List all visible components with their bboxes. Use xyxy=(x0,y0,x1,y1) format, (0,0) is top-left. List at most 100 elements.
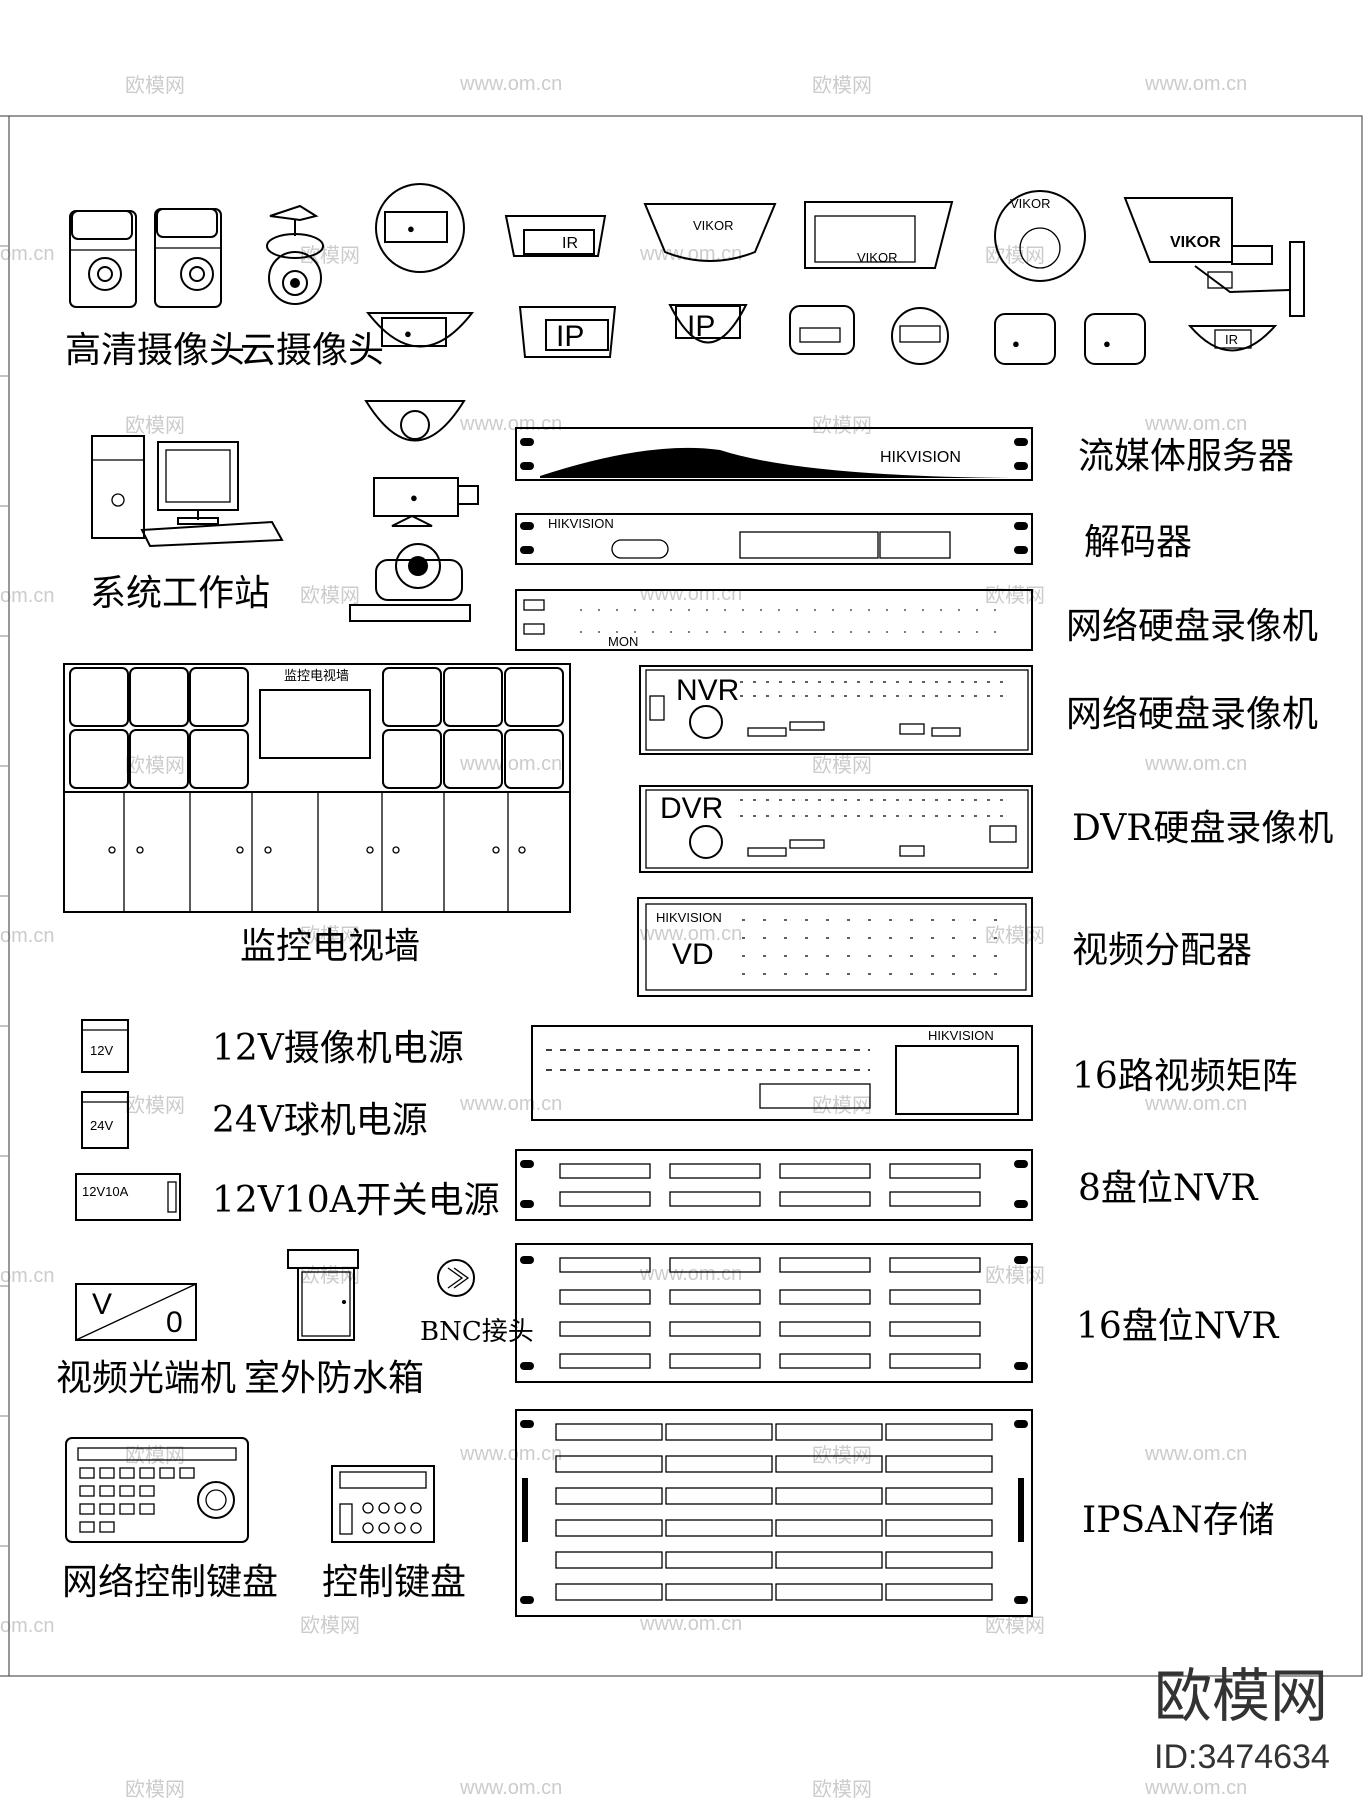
watermark: 欧模网 xyxy=(985,244,1045,267)
label-ipsan: IPSAN存储 xyxy=(1082,1500,1275,1541)
watermark: 欧模网 xyxy=(125,414,185,437)
watermark: www.om.cn xyxy=(1144,413,1247,435)
ir-text: IR xyxy=(562,235,578,252)
dvr-panel-symbol xyxy=(639,785,1033,873)
watermark: 欧模网 xyxy=(812,1094,872,1117)
camera-icons-row: ● ● IR IP VIKOR VIKOR VIKOR VIKOR xyxy=(365,183,1305,358)
psu-12v10a-text: 12V10A xyxy=(82,1184,129,1199)
bnc-symbol xyxy=(437,1259,475,1297)
watermark: 欧模网 xyxy=(985,1264,1045,1287)
label-ptz-camera: 云摄像头 xyxy=(240,330,384,371)
watermark: 欧模网 xyxy=(125,1094,185,1117)
ip-text: IP xyxy=(556,320,584,353)
hd-camera-symbol xyxy=(69,208,222,308)
ip-text: IP xyxy=(687,310,715,343)
vikor-text: VIKOR xyxy=(693,218,733,233)
watermark: www.om.cn xyxy=(639,1613,742,1635)
fiber-v-text: V xyxy=(92,1288,112,1321)
label-matrix16: 16路视频矩阵 xyxy=(1072,1056,1298,1097)
matrix16-symbol xyxy=(531,1025,1033,1121)
camera-icons-mid: ● xyxy=(349,400,479,622)
hikvision-text: HIKVISION xyxy=(928,1028,994,1043)
video-distributor-symbol xyxy=(637,897,1033,997)
watermark-layer: 欧模网 www.om.cn 欧模网 www.om.cn om.cn 欧模网 ww… xyxy=(0,73,1247,1800)
watermark: 欧模网 xyxy=(300,924,360,947)
drawing-frame xyxy=(0,115,1363,1677)
label-nvr16: 16盘位NVR xyxy=(1076,1306,1279,1347)
label-nvr1: 网络硬盘录像机 xyxy=(1066,606,1318,647)
watermark: www.om.cn xyxy=(459,413,562,435)
watermark: 欧模网 xyxy=(812,414,872,437)
watermark: www.om.cn xyxy=(459,753,562,775)
watermark: 欧模网 xyxy=(300,1614,360,1637)
label-hd-camera: 高清摄像头 xyxy=(65,330,245,371)
watermark: om.cn xyxy=(0,585,54,607)
mon-text: MON xyxy=(608,634,638,649)
watermark: www.om.cn xyxy=(639,1263,742,1285)
vd-text: VD xyxy=(672,938,714,971)
nvr8-symbol xyxy=(515,1149,1033,1221)
watermark: www.om.cn xyxy=(639,583,742,605)
watermark: 欧模网 xyxy=(812,1778,872,1800)
label-streaming-server: 流媒体服务器 xyxy=(1078,436,1294,477)
label-fiber-transceiver: 视频光端机 xyxy=(56,1358,236,1399)
tv-wall-header: 监控电视墙 xyxy=(284,668,349,683)
decoder-symbol xyxy=(515,513,1033,565)
ptz-camera-symbol xyxy=(266,204,324,305)
watermark: 欧模网 xyxy=(125,754,185,777)
nvr16-symbol xyxy=(515,1243,1033,1383)
watermark: www.om.cn xyxy=(1144,73,1247,95)
watermark: om.cn xyxy=(0,1615,54,1637)
dvr-text: DVR xyxy=(660,792,723,825)
svg-text:●: ● xyxy=(1103,336,1111,351)
ir-text: IR xyxy=(1225,332,1238,347)
vikor-text: VIKOR xyxy=(1170,234,1221,251)
label-psu-24v: 24V球机电源 xyxy=(212,1100,428,1141)
watermark: www.om.cn xyxy=(459,1443,562,1465)
svg-text:●: ● xyxy=(407,221,415,236)
hikvision-text: HIKVISION xyxy=(548,516,614,531)
watermark: 欧模网 xyxy=(985,584,1045,607)
psu-24v-text: 24V xyxy=(90,1118,113,1133)
watermark: 欧模网 xyxy=(812,754,872,777)
label-bnc: BNC接头 xyxy=(420,1317,534,1347)
fiber-transceiver-symbol xyxy=(75,1283,197,1341)
watermark: www.om.cn xyxy=(1144,753,1247,775)
watermark: www.om.cn xyxy=(1144,1093,1247,1115)
psu-12v-symbol xyxy=(81,1019,129,1073)
tv-wall-symbol xyxy=(63,663,571,913)
watermark: 欧模网 xyxy=(300,1264,360,1287)
hikvision-text: HIKVISION xyxy=(656,910,722,925)
label-nvr2: 网络硬盘录像机 xyxy=(1066,694,1318,735)
label-dvr: DVR硬盘录像机 xyxy=(1072,808,1333,849)
brand-id: ID:3474634 xyxy=(1154,1738,1330,1776)
watermark: www.om.cn xyxy=(1144,1777,1247,1799)
watermark: 欧模网 xyxy=(985,924,1045,947)
watermark: www.om.cn xyxy=(639,923,742,945)
ipsan-symbol xyxy=(515,1409,1033,1617)
watermark: www.om.cn xyxy=(459,1777,562,1799)
label-video-distributor: 视频分配器 xyxy=(1072,930,1252,971)
svg-text:●: ● xyxy=(1012,336,1020,351)
label-outdoor-box: 室外防水箱 xyxy=(244,1358,424,1399)
ctrl-keyboard-symbol xyxy=(331,1465,435,1543)
streaming-server-symbol xyxy=(515,427,1033,481)
camera-icons-row-2: IP ● ● IR xyxy=(668,304,1278,365)
label-net-keyboard: 网络控制键盘 xyxy=(62,1562,278,1603)
watermark: 欧模网 xyxy=(125,1778,185,1800)
watermark: om.cn xyxy=(0,925,54,947)
watermark: www.om.cn xyxy=(639,243,742,265)
label-nvr8: 8盘位NVR xyxy=(1078,1168,1258,1209)
watermark: www.om.cn xyxy=(1144,1443,1247,1465)
vikor-text: VIKOR xyxy=(857,250,897,265)
nvr-text: NVR xyxy=(676,674,739,707)
psu-12v-text: 12V xyxy=(90,1043,113,1058)
workstation-symbol xyxy=(91,435,284,548)
label-workstation: 系统工作站 xyxy=(90,573,270,614)
label-tv-wall: 监控电视墙 xyxy=(240,926,420,967)
hikvision-text: HIKVISION xyxy=(880,449,961,466)
svg-text:●: ● xyxy=(410,490,418,505)
brand-name: 欧模网 xyxy=(1154,1664,1328,1729)
watermark: om.cn xyxy=(0,243,54,265)
watermark: om.cn xyxy=(0,1265,54,1287)
